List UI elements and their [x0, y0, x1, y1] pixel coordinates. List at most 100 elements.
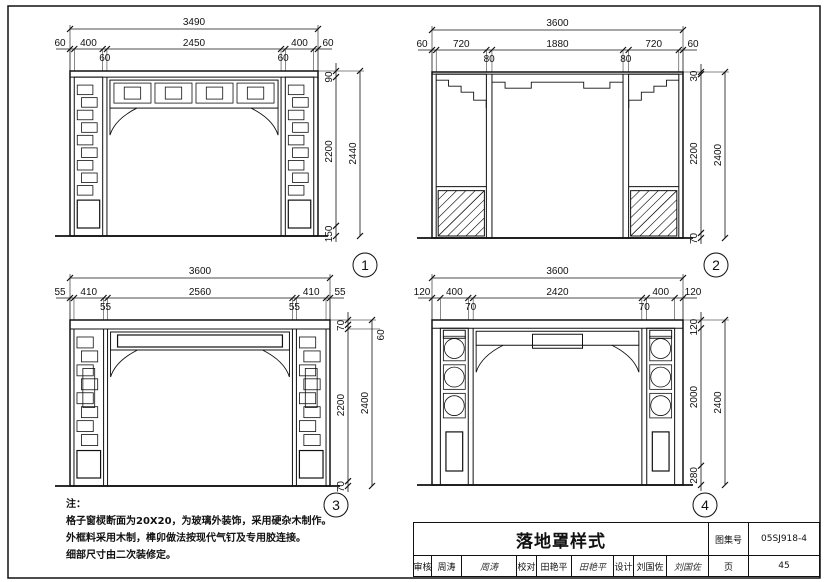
height-segment-label: 70 — [336, 481, 347, 493]
width-segment-label: 120 — [414, 287, 431, 298]
height-segment-label: 280 — [689, 467, 700, 484]
width-segment-label: 410 — [80, 287, 97, 298]
atlas-label: 图集号 — [709, 523, 749, 556]
note-line: 外框料采用木制，榫卯做法按现代气钉及专用胶连接。 — [66, 533, 306, 544]
reviewer: 周涛 — [432, 556, 462, 576]
lattice-square — [299, 420, 317, 432]
total-height-label: 2440 — [348, 142, 359, 165]
lattice-square — [76, 109, 94, 121]
width-segment-label: 60 — [416, 39, 428, 50]
design-label: 设计 — [614, 556, 634, 576]
dimension-tick — [368, 482, 376, 490]
dimension-tick — [697, 481, 705, 489]
checker-signature: 田艳平 — [572, 556, 614, 576]
dimension-tick — [697, 462, 705, 470]
top-panel — [649, 329, 673, 339]
lattice-square — [76, 185, 94, 196]
height-segment-label: 70 — [689, 232, 700, 244]
lattice-square — [287, 84, 305, 96]
corner-bracket — [109, 107, 138, 136]
atlas-number: 05SJ918-4 — [749, 523, 819, 556]
lattice-square — [76, 392, 94, 405]
height-segment-label: 2000 — [689, 385, 700, 408]
title-block: 落地罩样式 图集号 05SJ918-4 审核 周涛 周涛 校对 田艳平 田艳平 … — [413, 522, 820, 577]
checker: 田艳平 — [537, 556, 572, 576]
height-segment-label: 2200 — [324, 140, 335, 163]
drawing-number-circle — [323, 492, 349, 518]
dimension-tick — [344, 482, 352, 490]
width-segment-label: 60 — [278, 53, 290, 64]
diagonal-lattice — [667, 226, 678, 237]
height-segment-label: 2200 — [689, 142, 700, 165]
diagonal-lattice — [630, 190, 678, 237]
frieze-lattice — [123, 86, 142, 100]
height-segment-label: 90 — [324, 71, 335, 83]
lattice-square — [303, 434, 321, 446]
lattice-square — [81, 350, 99, 363]
frieze-lattice — [246, 86, 265, 100]
dimension-tick — [721, 234, 729, 242]
dimension-tick — [721, 481, 729, 489]
lattice-square — [303, 350, 321, 363]
diagonal-lattice — [630, 190, 641, 200]
width-segment-label: 400 — [80, 38, 97, 49]
lattice-square — [81, 97, 98, 108]
page-label: 页 — [709, 556, 749, 576]
corner-bracket — [611, 344, 640, 373]
bottom-panel — [76, 449, 102, 479]
lattice-square — [81, 378, 99, 391]
dimension-tick — [332, 73, 340, 81]
width-segment-label: 80 — [620, 54, 632, 65]
designer: 刘国佐 — [634, 556, 667, 576]
lattice-square — [649, 335, 673, 362]
diagonal-lattice — [437, 190, 485, 237]
width-segment-label: 1880 — [546, 39, 569, 50]
lattice-square — [76, 364, 94, 377]
dimension-tick — [697, 324, 705, 332]
diagonal-lattice — [630, 190, 650, 210]
diagonal-lattice — [437, 190, 448, 200]
diagonal-lattice — [437, 190, 457, 210]
dimension-tick — [332, 232, 340, 240]
outer-frame — [69, 319, 331, 487]
lattice-center — [82, 368, 96, 408]
dimension-tick — [697, 68, 705, 76]
lattice-square — [299, 336, 317, 349]
dimension-tick — [697, 229, 705, 237]
lattice-square — [76, 134, 94, 146]
bottom-panel — [630, 190, 678, 237]
diagonal-lattice — [648, 208, 678, 237]
diagonal-lattice — [630, 190, 659, 219]
width-segment-label: 2450 — [183, 38, 206, 49]
lattice-square — [76, 420, 94, 432]
diagonal-lattice — [639, 199, 678, 237]
lattice-circle — [650, 338, 672, 359]
fretwork-center — [491, 81, 624, 89]
lattice-square — [287, 134, 305, 146]
total-width-label: 3600 — [189, 266, 212, 277]
width-segment-label: 55 — [100, 302, 112, 313]
width-segment-label: 400 — [446, 287, 463, 298]
diagonal-lattice — [474, 226, 485, 237]
lattice-square — [292, 147, 309, 158]
drawing-number: 4 — [701, 497, 709, 513]
bottom-panel — [76, 199, 101, 229]
lattice-square — [81, 147, 98, 158]
height-segment-label: 30 — [689, 70, 700, 82]
lattice-square — [442, 392, 466, 419]
drawing-number-circle — [352, 252, 378, 278]
side-panel — [646, 327, 676, 486]
lattice-square — [649, 392, 673, 419]
sheet-border — [7, 5, 821, 579]
lattice-circle — [650, 395, 672, 416]
width-segment-label: 2560 — [189, 287, 212, 298]
bottom-panel — [287, 199, 312, 229]
bottom-panel — [651, 431, 670, 472]
lattice-circle — [650, 366, 672, 388]
width-segment-label: 55 — [334, 287, 346, 298]
lattice-square — [303, 406, 321, 419]
lattice-square — [76, 336, 94, 349]
frieze-lattice — [113, 82, 152, 104]
